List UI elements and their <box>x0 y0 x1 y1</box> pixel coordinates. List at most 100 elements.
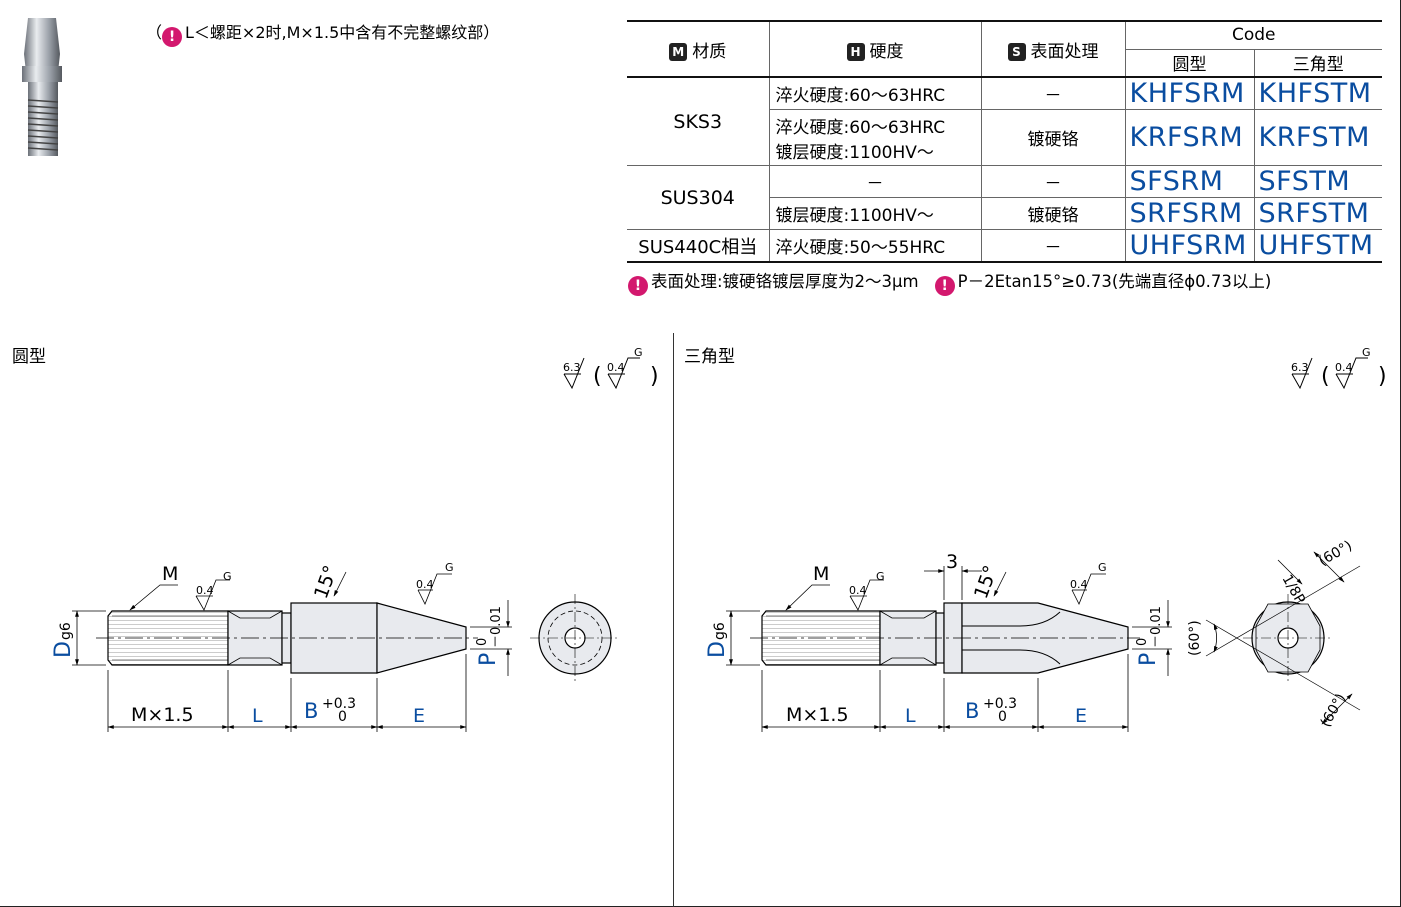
svg-text:G: G <box>1098 561 1107 574</box>
material-cell: SUS304 <box>627 165 770 230</box>
svg-text:M: M <box>813 563 829 585</box>
svg-text:B: B <box>304 699 318 723</box>
warning-icon: ! <box>934 276 955 296</box>
svg-text:0.4: 0.4 <box>849 584 867 597</box>
roughness-symbol-left: 6.3 ( 0.4 G ) <box>563 346 659 390</box>
svg-text:G: G <box>223 570 232 583</box>
svg-text:(: ( <box>593 364 602 389</box>
svg-text:(60°): (60°) <box>1316 538 1355 570</box>
svg-text:P: P <box>1136 653 1161 666</box>
svg-text:g6: g6 <box>712 622 728 640</box>
panel-divider <box>673 333 674 907</box>
surface-badge-icon: S <box>1007 42 1026 61</box>
round-end-view <box>530 594 620 682</box>
table-row: SKS3 淬火硬度:60～63HRC － KHFSRM KHFSTM <box>627 76 1382 166</box>
svg-text:G: G <box>634 346 643 359</box>
round-dimensions <box>72 571 512 732</box>
code-cell-round[interactable]: UHFSRM <box>1124 229 1255 263</box>
svg-text:B: B <box>965 699 979 723</box>
svg-text:(60°): (60°) <box>1318 691 1350 730</box>
note-tip-diameter: P－2Etan15°≥0.73(先端直径ϕ0.73以上) <box>957 272 1272 291</box>
svg-text:0.4: 0.4 <box>1335 361 1353 374</box>
hardness-cell: 镀层硬度:1100HV～ <box>769 197 982 230</box>
code-cell-triangle[interactable]: KHFSTM <box>1253 76 1382 110</box>
svg-text:): ) <box>650 364 659 389</box>
svg-text:g6: g6 <box>58 622 74 640</box>
svg-text:L: L <box>905 705 916 727</box>
svg-text:): ) <box>1378 364 1387 389</box>
code-cell-round[interactable]: KRFSRM <box>1124 109 1255 166</box>
code-cell-triangle[interactable]: SRFSTM <box>1253 197 1382 230</box>
svg-text:0.4: 0.4 <box>607 361 625 374</box>
code-cell-round[interactable]: KHFSRM <box>1124 76 1255 110</box>
hardness-cell: 淬火硬度:50～55HRC <box>768 229 982 263</box>
svg-text:0.4: 0.4 <box>1070 578 1088 591</box>
svg-text:6.3: 6.3 <box>1291 361 1309 374</box>
svg-text:15°: 15° <box>970 563 1002 602</box>
product-photo <box>22 18 62 156</box>
svg-text:(60°): (60°) <box>1187 620 1203 656</box>
svg-text:0: 0 <box>998 709 1007 725</box>
svg-text:0.4: 0.4 <box>196 584 214 597</box>
top-note-text: L＜螺距×2时,M×1.5中含有不完整螺纹部） <box>185 23 500 42</box>
code-cell-round[interactable]: SFSRM <box>1124 165 1255 198</box>
svg-text:－0.01: －0.01 <box>489 606 504 648</box>
svg-text:D: D <box>705 641 730 658</box>
hardness-badge-icon: H <box>846 42 865 61</box>
surface-cell: 镀硬铬 <box>980 197 1126 230</box>
svg-text:(: ( <box>1321 364 1330 389</box>
svg-text:0: 0 <box>1135 638 1150 646</box>
svg-text:0.4: 0.4 <box>416 578 434 591</box>
note-plating: 表面处理:镀硬铬镀层厚度为2～3μm <box>651 272 919 291</box>
svg-text:3: 3 <box>946 551 958 573</box>
triangle-pin-drawing <box>750 602 1140 674</box>
top-note-paren: （ <box>146 23 163 42</box>
svg-text:15°: 15° <box>310 563 342 602</box>
material-cell: SKS3 <box>627 76 770 166</box>
svg-text:+0.3: +0.3 <box>983 696 1017 712</box>
bottom-notes: !表面处理:镀硬铬镀层厚度为2～3μm!P－2Etan15°≥0.73(先端直径… <box>628 268 1271 296</box>
material-cell: SUS440C相当 <box>627 229 770 263</box>
table-row: SUS304 － － SFSRM SFSTM <box>627 165 1382 230</box>
code-cell-triangle[interactable]: UHFSTM <box>1253 229 1382 263</box>
panel-label-triangle: 三角型 <box>684 347 735 367</box>
svg-text:+0.3: +0.3 <box>322 696 356 712</box>
svg-text:M×1.5: M×1.5 <box>786 704 849 726</box>
triangle-dimensions <box>726 566 1172 732</box>
svg-text:G: G <box>445 561 454 574</box>
svg-text:0: 0 <box>475 638 490 646</box>
surface-cell: － <box>980 165 1126 198</box>
svg-text:G: G <box>1362 346 1371 359</box>
table-row: 镀层硬度:1100HV～ 镀硬铬 SRFSRM SRFSTM <box>627 197 1382 230</box>
warning-icon: ! <box>162 27 183 47</box>
svg-text:M: M <box>162 563 178 585</box>
roughness-value: 6.3 <box>563 361 581 374</box>
svg-text:G: G <box>876 570 885 583</box>
svg-text:M×1.5: M×1.5 <box>131 704 194 726</box>
svg-text:－0.01: －0.01 <box>1149 606 1164 648</box>
code-cell-triangle[interactable]: KRFSTM <box>1253 109 1382 166</box>
round-dimension-labels: M 0.4 G 0.4 G 15° M×1.5 L B +0.3 0 E D g… <box>51 561 504 727</box>
svg-text:D: D <box>51 641 76 658</box>
roughness-symbol-right: 6.3 ( 0.4 G ) <box>1291 346 1387 390</box>
svg-text:1/8P: 1/8P <box>1279 572 1308 607</box>
warning-icon: ! <box>628 276 648 296</box>
svg-text:E: E <box>1075 705 1087 727</box>
top-note: （!L＜螺距×2时,M×1.5中含有不完整螺纹部） <box>146 19 499 47</box>
table-row: SUS440C相当 淬火硬度:50～55HRC － UHFSRM UHFSTM <box>627 229 1382 263</box>
svg-text:L: L <box>252 705 263 727</box>
header-triangle: 三角型 <box>1253 48 1382 78</box>
panel-label-round: 圆型 <box>12 347 46 367</box>
round-pin-drawing <box>96 602 478 674</box>
triangle-end-view <box>1205 551 1361 725</box>
svg-text:E: E <box>413 705 425 727</box>
code-cell-triangle[interactable]: SFSTM <box>1253 165 1382 198</box>
svg-text:P: P <box>476 653 501 666</box>
svg-text:0: 0 <box>338 709 347 725</box>
